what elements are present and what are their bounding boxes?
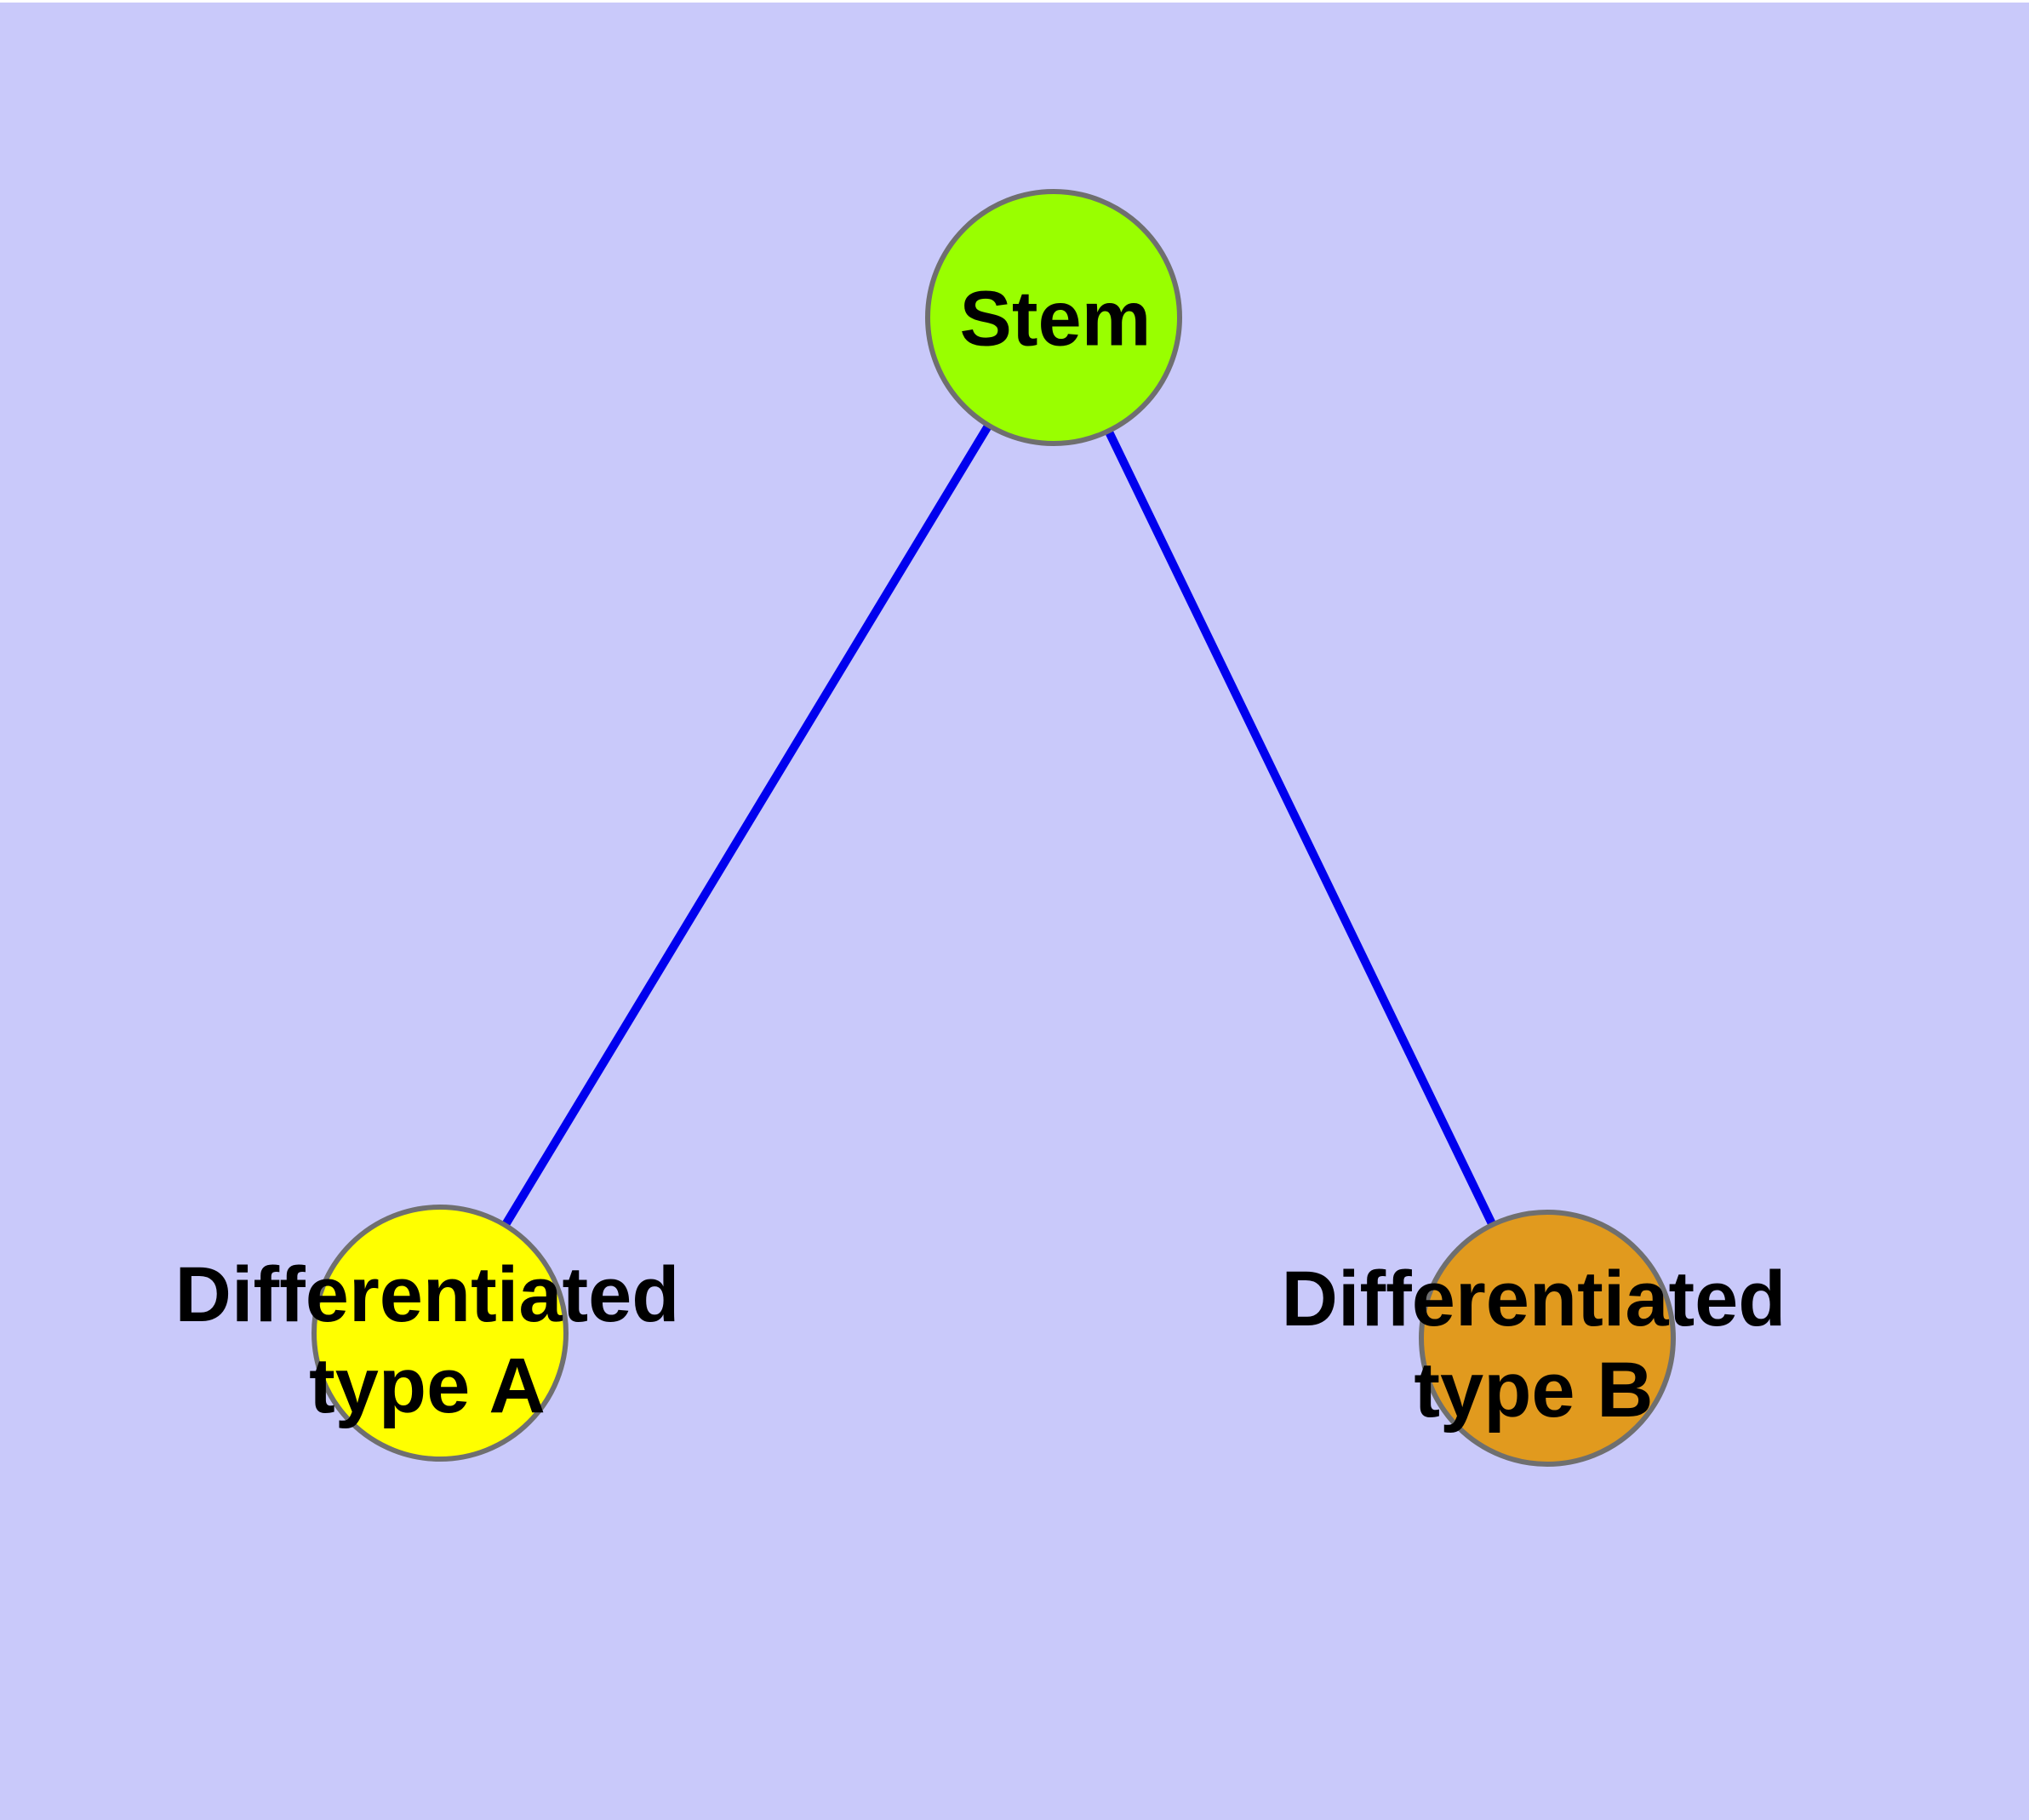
node-differentiated-type-b-circle	[1419, 1210, 1676, 1467]
node-stem-circle	[925, 189, 1182, 446]
edge-stem-to-differentiated-type-a	[436, 315, 1058, 1336]
edge-stem-to-differentiated-type-b	[1049, 315, 1552, 1341]
node-label-line: type B	[1414, 1347, 1654, 1434]
node-label-line: Differentiated	[174, 1251, 680, 1338]
node-label-line: Differentiated	[1281, 1256, 1786, 1342]
node-label-line: Stem	[959, 275, 1152, 363]
node-differentiated-type-a-circle	[311, 1205, 569, 1462]
node-label-line: type A	[309, 1342, 546, 1429]
node-label-differentiated-type-a: Differentiated type A	[175, 1250, 680, 1432]
node-label-differentiated-type-b: Differentiated type B	[1282, 1254, 1786, 1436]
node-label-stem: Stem	[960, 274, 1152, 365]
